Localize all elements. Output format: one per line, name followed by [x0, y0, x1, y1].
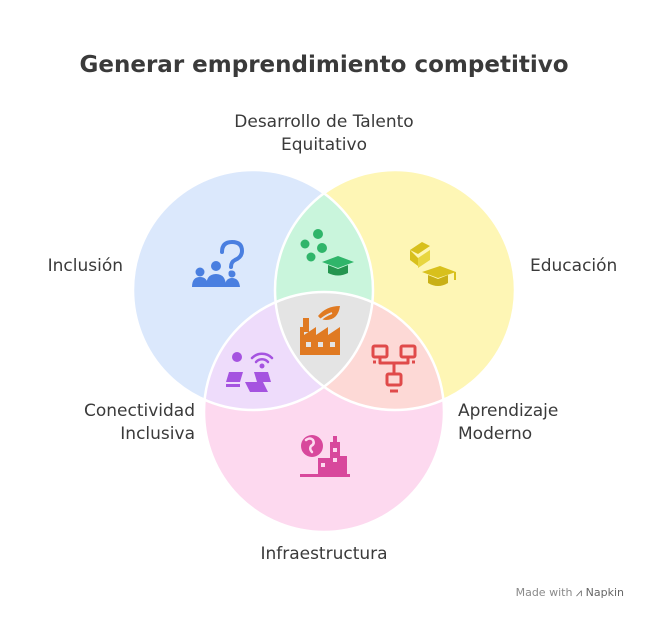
intersection-conectividad: [204, 292, 373, 410]
network-devices-icon: [226, 352, 274, 392]
label-conectividad-line-1: Conectividad: [83, 401, 195, 421]
people-question-icon: [192, 239, 245, 287]
factory-leaf-icon: [300, 306, 340, 355]
books-graduation-cap-icon: [410, 242, 456, 286]
diagram-title: Generar emprendimiento competitivo: [79, 52, 569, 78]
label-conectividad: Conectividad Inclusiva: [20, 400, 195, 446]
label-conectividad-line-2: Inclusiva: [120, 424, 195, 444]
globe-city-icon: [300, 435, 350, 477]
footer-credit: Made with ⩘ Napkin: [516, 586, 624, 600]
napkin-logo-icon: ⩘: [575, 586, 583, 599]
footer-brand: Napkin: [585, 586, 624, 599]
label-aprendizaje-line-2: Moderno: [458, 424, 533, 444]
label-talento-line-1: Desarrollo de Talento: [234, 112, 414, 132]
label-aprendizaje: Aprendizaje Moderno: [458, 400, 628, 446]
label-talento: Desarrollo de Talento Equitativo: [204, 111, 444, 157]
footer-made-with: Made with: [515, 586, 573, 599]
label-aprendizaje-line-1: Aprendizaje: [458, 401, 559, 421]
label-inclusion: Inclusión: [47, 256, 123, 276]
connected-computers-icon: [371, 344, 417, 393]
community-graduation-icon: [300, 229, 354, 276]
intersection-aprendizaje: [275, 292, 444, 410]
label-talento-line-2: Equitativo: [281, 135, 367, 155]
label-infraestructura: Infraestructura: [260, 544, 388, 564]
label-educacion: Educación: [530, 256, 618, 276]
